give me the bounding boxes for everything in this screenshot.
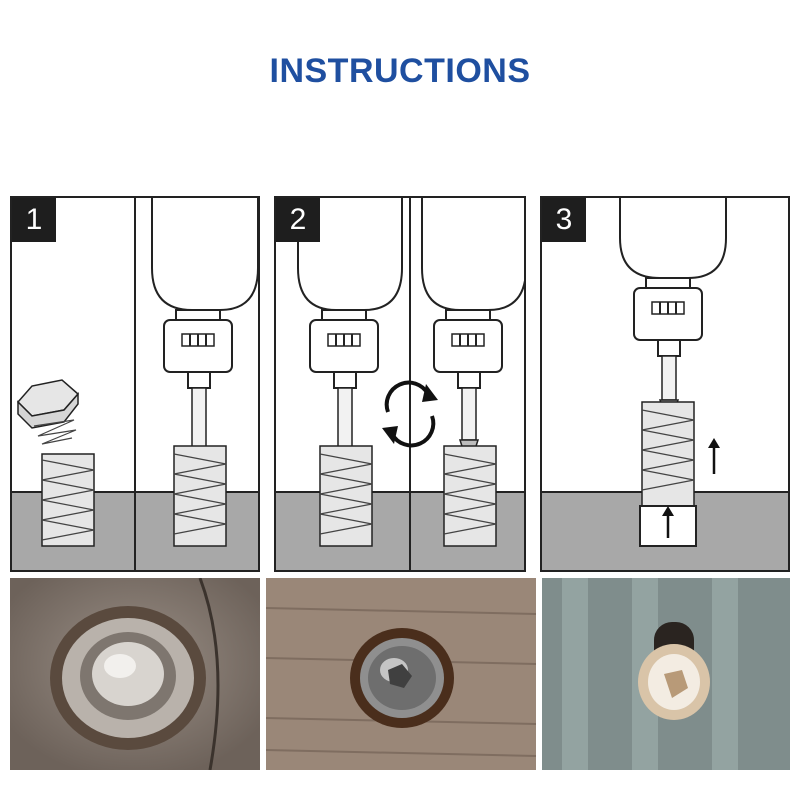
page-title: INSTRUCTIONS bbox=[269, 52, 531, 90]
extracted-screw bbox=[641, 401, 695, 507]
photo-stripped-screw-hole bbox=[10, 578, 260, 770]
step-2-panel: 2 bbox=[274, 196, 526, 572]
drill-icon bbox=[297, 198, 403, 464]
step-number: 3 bbox=[542, 198, 586, 242]
broken-screw-body bbox=[41, 453, 95, 547]
step-3-panel: 3 bbox=[540, 196, 790, 572]
up-arrow-icon bbox=[708, 438, 720, 474]
drill-icon bbox=[421, 198, 524, 471]
photo-rusted-screw bbox=[266, 578, 536, 770]
step-number: 2 bbox=[276, 198, 320, 242]
broken-screw-head bbox=[16, 379, 80, 445]
photo-removed-screw bbox=[542, 578, 790, 770]
step-number: 1 bbox=[12, 198, 56, 242]
step-3-illustration bbox=[542, 198, 788, 570]
rotate-arrows-icon bbox=[382, 380, 438, 448]
drill-icon bbox=[151, 198, 258, 464]
up-arrow-icon bbox=[662, 506, 674, 538]
step-1-panel: 1 bbox=[10, 196, 260, 572]
step-2-illustration bbox=[276, 198, 524, 570]
step-1-illustration bbox=[12, 198, 258, 570]
stuck-screw bbox=[173, 445, 227, 547]
drill-icon bbox=[619, 198, 727, 429]
